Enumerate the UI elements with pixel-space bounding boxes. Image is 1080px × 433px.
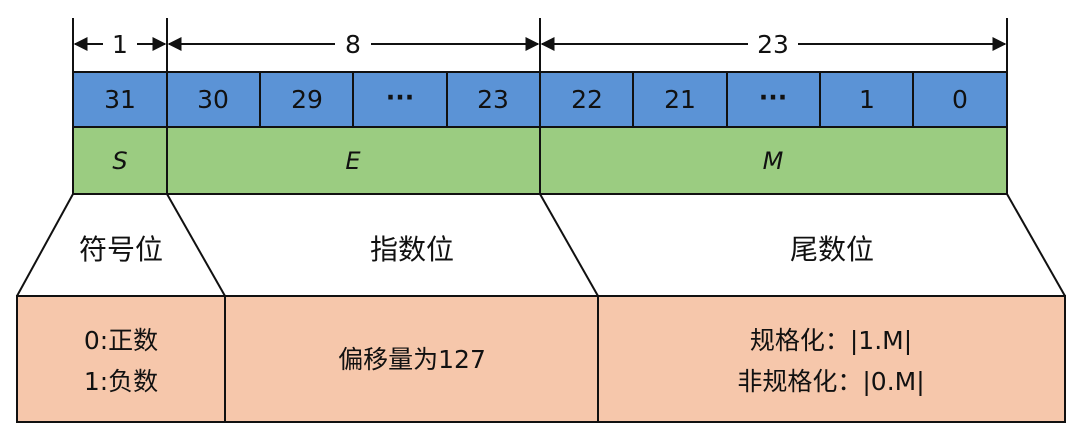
field-sign-cell	[72, 126, 168, 195]
description-mantissa-cell	[597, 295, 1066, 423]
mantissa-description-denormalized: 非规格化：|0.M|	[737, 367, 924, 396]
field-name-sign: 符号位	[79, 233, 163, 266]
description-sign-cell	[16, 295, 226, 423]
field-mantissa-cell	[539, 126, 1008, 195]
field-name-exponent: 指数位	[370, 233, 454, 266]
sign-description-positive: 0:正数	[84, 326, 158, 355]
span-label-sign: 1	[112, 30, 128, 59]
field-row: S E M	[72, 126, 1008, 195]
bit-31: 31	[104, 85, 136, 114]
field-name-mantissa: 尾数位	[790, 233, 874, 266]
bit-1: 1	[859, 85, 875, 114]
bit-row: 31 30 29 ··· 23 22 21 ··· 1 0	[72, 71, 1008, 128]
sign-description-negative: 1:负数	[84, 367, 158, 396]
description-exponent-cell	[224, 295, 599, 423]
field-exponent-cell	[166, 126, 541, 195]
bit-21: 21	[664, 85, 696, 114]
span-8bits: 8	[167, 30, 540, 59]
bit-30: 30	[197, 85, 229, 114]
bit-cell-dividers	[166, 72, 914, 127]
field-symbol-sign: S	[112, 147, 127, 175]
field-symbol-mantissa: M	[763, 147, 784, 175]
bit-23: 23	[477, 85, 509, 114]
bit-29: 29	[291, 85, 323, 114]
span-label-mantissa: 23	[757, 30, 789, 59]
span-guide-lines	[72, 18, 1008, 72]
bit-ellipsis-mantissa: ···	[759, 83, 788, 112]
mantissa-description-normalized: 规格化：|1.M|	[750, 326, 912, 355]
exponent-description-bias: 偏移量为127	[338, 345, 486, 374]
span-label-exponent: 8	[345, 30, 361, 59]
description-row: 0:正数 1:负数 偏移量为127 规格化：|1.M| 非规格化：|0.M|	[16, 295, 1066, 423]
field-symbol-exponent: E	[345, 147, 361, 175]
span-23bits: 23	[540, 30, 1007, 59]
bit-ellipsis-exponent: ···	[386, 83, 415, 112]
bit-22: 22	[571, 85, 603, 114]
field-name-connectors	[16, 193, 1066, 297]
span-1bit: 1	[73, 30, 167, 59]
bit-0: 0	[952, 85, 968, 114]
